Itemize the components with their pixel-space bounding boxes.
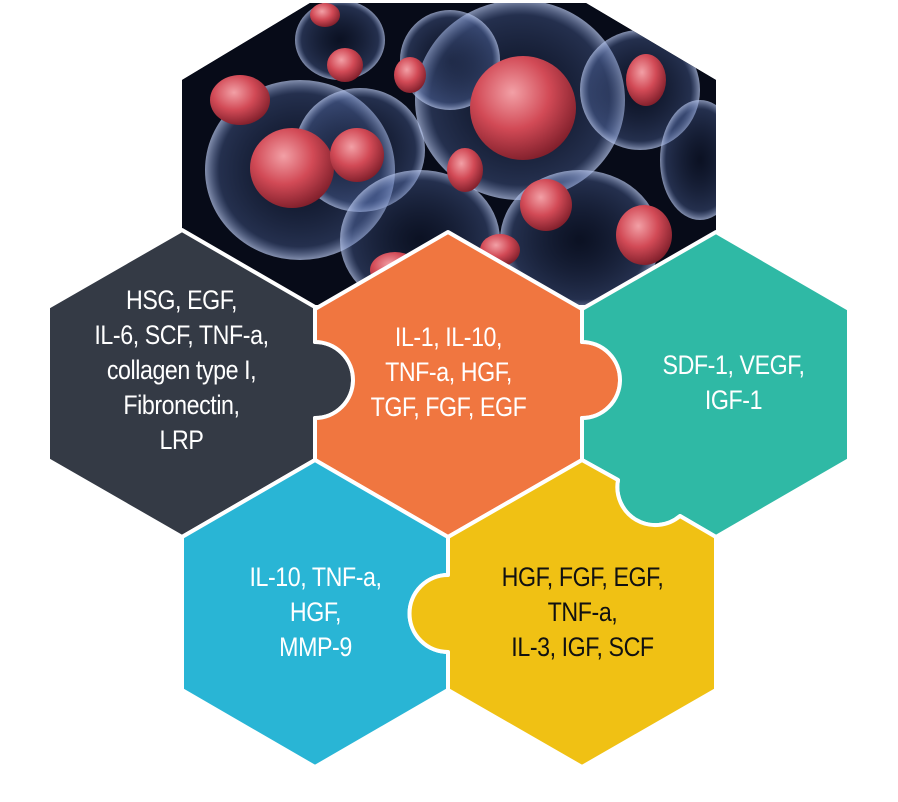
hexagon-orange-label: IL-1, IL-10, TNF-a, HGF, TGF, FGF, EGF [334, 320, 564, 425]
label-line: IL-6, SCF, TNF-a, [94, 320, 269, 350]
label-line: IL-1, IL-10, [394, 322, 503, 352]
label-line: SDF-1, VEGF, [662, 350, 805, 380]
label-line: TGF, FGF, EGF [370, 392, 527, 422]
label-line: TNF-a, [547, 597, 618, 627]
label-line: HSG, EGF, [126, 285, 237, 315]
label-line: collagen type I, [106, 355, 257, 385]
label-line: Fibronectin, [123, 390, 240, 420]
label-line: LRP [159, 425, 204, 455]
label-line: HGF, FGF, EGF, [501, 562, 664, 592]
hexagon-blue-label: IL-10, TNF-a, HGF, MMP-9 [201, 560, 431, 665]
hexagon-teal-label: SDF-1, VEGF, IGF-1 [619, 348, 849, 418]
hexagon-dark-label: HSG, EGF, IL-6, SCF, TNF-a, collagen typ… [67, 283, 297, 458]
hexagon-yellow [407, 458, 718, 769]
label-line: MMP-9 [279, 632, 352, 662]
label-line: IL-3, IGF, SCF [511, 632, 654, 662]
cells-image [182, 3, 716, 305]
label-line: IGF-1 [704, 385, 763, 415]
label-line: TNF-a, HGF, [385, 357, 512, 387]
hexagon-yellow-label: HGF, FGF, EGF, TNF-a, IL-3, IGF, SCF [468, 560, 698, 665]
label-line: IL-10, TNF-a, [249, 562, 382, 592]
label-line: HGF, [289, 597, 342, 627]
